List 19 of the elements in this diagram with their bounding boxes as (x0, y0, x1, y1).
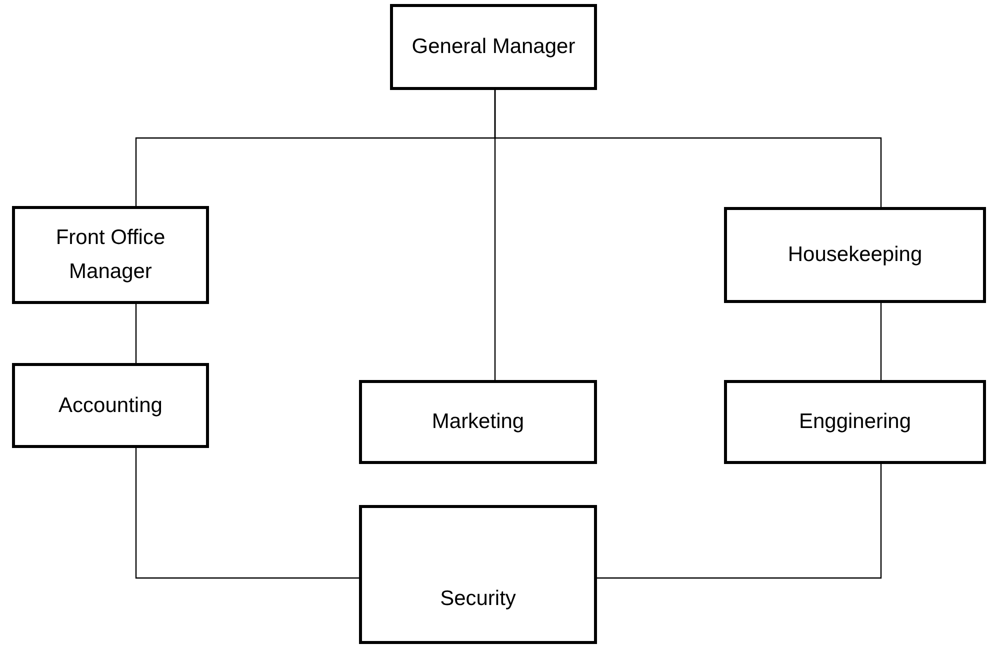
box-label: Engginering (798, 409, 912, 436)
connector-line (135, 304, 137, 363)
box-label: Security (440, 586, 516, 612)
org-box (12, 363, 209, 448)
org-box (359, 380, 597, 464)
connector-line (494, 90, 882, 207)
org-box (359, 505, 597, 644)
box-label: Accounting (58, 392, 162, 419)
box-label: Housekeeping (788, 242, 922, 268)
connector-line (597, 464, 882, 579)
org-box (12, 206, 209, 304)
connector-line (880, 303, 882, 380)
box-label: General Manager (412, 34, 576, 60)
org-box (724, 380, 986, 464)
box-label: Front Office Manager (54, 225, 166, 285)
connector-line (135, 448, 359, 579)
box-label: Marketing (432, 409, 524, 436)
org-box (390, 4, 597, 90)
org-box (724, 207, 986, 303)
